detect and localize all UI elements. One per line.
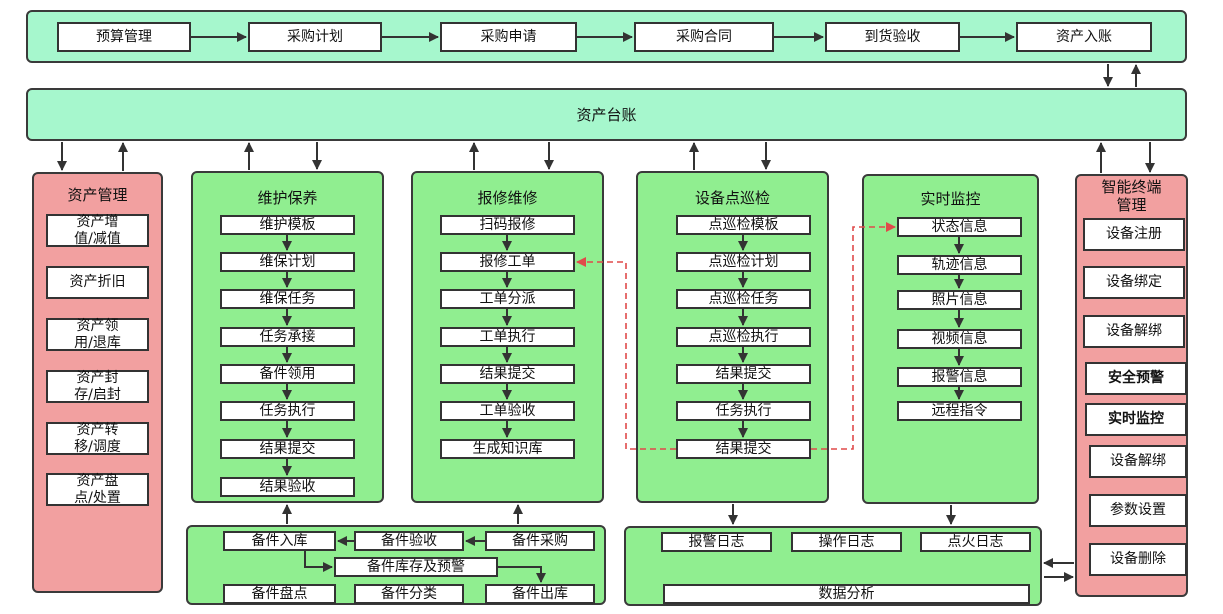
data-analysis-box: 数据分析	[663, 584, 1030, 604]
inspection-step-5: 结果提交	[676, 364, 811, 384]
monitor-item-6: 远程指令	[897, 401, 1022, 421]
flow-capitalize-box: 资产入账	[1016, 22, 1152, 52]
spare-inbound-box: 备件入库	[223, 531, 336, 551]
terminal-item-8: 设备删除	[1089, 543, 1187, 576]
asset-item-2: 资产折旧	[46, 266, 149, 299]
maintenance-step-7: 结果提交	[220, 439, 355, 459]
repair-step-5: 结果提交	[440, 364, 575, 384]
repair-step-1: 扫码报修	[440, 215, 575, 235]
maintenance-step-2: 维保计划	[220, 252, 355, 272]
log-ignition-box: 点火日志	[920, 532, 1031, 552]
repair-step-2: 报修工单	[440, 252, 575, 272]
terminal-item-2: 设备绑定	[1083, 266, 1185, 299]
asset-management-title: 资产管理	[67, 186, 128, 204]
maintenance-step-4: 任务承接	[220, 327, 355, 347]
log-alarm-box: 报警日志	[661, 532, 772, 552]
flow-contract-box: 采购合同	[634, 22, 774, 52]
flow-request-box: 采购申请	[440, 22, 577, 52]
log-operation-box: 操作日志	[791, 532, 902, 552]
repair-title: 报修维修	[477, 189, 538, 207]
inspection-step-3: 点巡检任务	[676, 289, 811, 309]
spare-purchase-box: 备件采购	[485, 531, 595, 551]
spare-outbound-box: 备件出库	[485, 584, 595, 604]
terminal-title: 智能终端 管理	[1101, 178, 1162, 214]
inspection-step-6: 任务执行	[676, 401, 811, 421]
inspection-step-7: 结果提交	[676, 439, 811, 459]
maintenance-step-1: 维护模板	[220, 215, 355, 235]
terminal-item-3: 设备解绑	[1083, 315, 1185, 348]
inspection-step-4: 点巡检执行	[676, 327, 811, 347]
maintenance-step-6: 任务执行	[220, 401, 355, 421]
repair-step-3: 工单分派	[440, 289, 575, 309]
maintenance-step-3: 维保任务	[220, 289, 355, 309]
maintenance-step-5: 备件领用	[220, 364, 355, 384]
asset-item-1: 资产增 值/减值	[46, 214, 149, 247]
spare-stock-alert-box: 备件库存及预警	[334, 557, 498, 577]
asset-item-3: 资产领 用/退库	[46, 318, 149, 351]
inspection-step-1: 点巡检模板	[676, 215, 811, 235]
asset-item-6: 资产盘 点/处置	[46, 473, 149, 506]
terminal-item-7: 参数设置	[1089, 494, 1187, 527]
inspection-step-2: 点巡检计划	[676, 252, 811, 272]
asset-item-5: 资产转 移/调度	[46, 422, 149, 455]
flow-budget-box: 预算管理	[57, 22, 191, 52]
monitor-item-2: 轨迹信息	[897, 255, 1022, 275]
maintenance-title: 维护保养	[257, 189, 318, 207]
monitor-item-5: 报警信息	[897, 367, 1022, 387]
terminal-item-4: 安全预警	[1085, 362, 1187, 395]
spare-category-box: 备件分类	[354, 584, 464, 604]
repair-step-4: 工单执行	[440, 327, 575, 347]
monitor-item-3: 照片信息	[897, 290, 1022, 310]
asset-item-4: 资产封 存/启封	[46, 370, 149, 403]
terminal-item-6: 设备解绑	[1089, 445, 1187, 478]
repair-step-6: 工单验收	[440, 401, 575, 421]
terminal-item-5: 实时监控	[1085, 403, 1187, 436]
procurement-flow-panel	[26, 10, 1187, 63]
inspection-title: 设备点巡检	[694, 189, 770, 207]
monitor-title: 实时监控	[920, 190, 981, 208]
terminal-item-1: 设备注册	[1083, 218, 1185, 251]
asset-ledger-label: 资产台账	[576, 106, 637, 124]
spare-count-box: 备件盘点	[223, 584, 336, 604]
flow-acceptance-box: 到货验收	[825, 22, 960, 52]
maintenance-step-8: 结果验收	[220, 477, 355, 497]
repair-step-7: 生成知识库	[440, 439, 575, 459]
monitor-item-1: 状态信息	[897, 217, 1022, 237]
spare-acceptance-box: 备件验收	[354, 531, 464, 551]
flow-plan-box: 采购计划	[248, 22, 382, 52]
asset-ledger-panel: 资产台账	[26, 88, 1187, 141]
monitor-item-4: 视频信息	[897, 329, 1022, 349]
